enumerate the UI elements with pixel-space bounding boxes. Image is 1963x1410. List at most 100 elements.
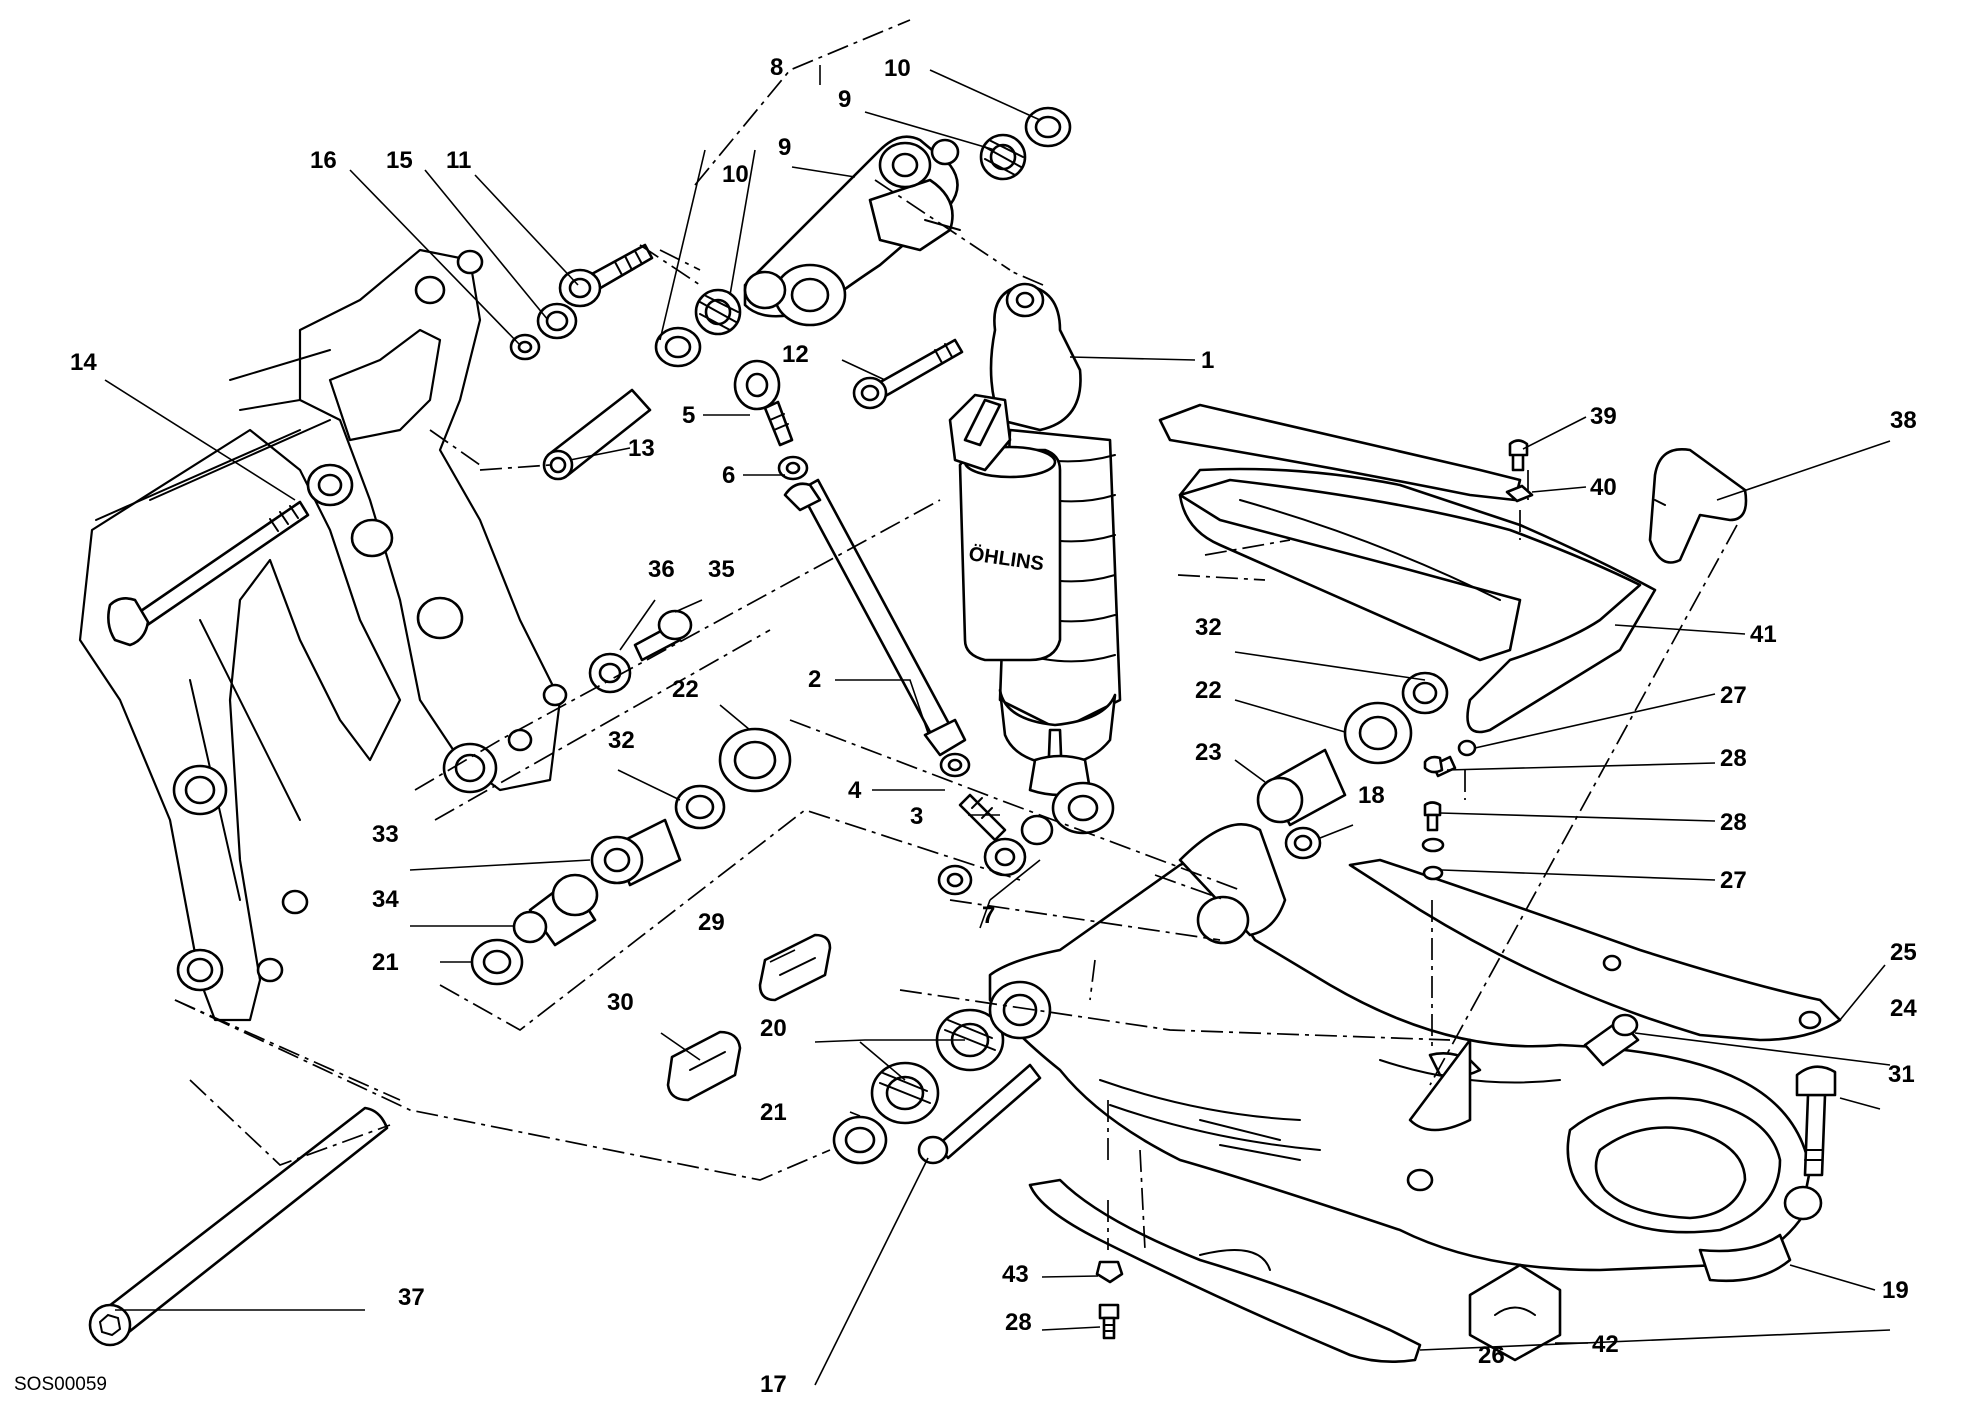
washer-27-lower [1421,837,1445,881]
sleeve-13 [542,388,652,481]
callout-21-right: 21 [760,1099,787,1126]
callout-10-right: 10 [884,55,911,82]
callout-43: 43 [1002,1261,1029,1288]
swingarm [988,823,1823,1283]
callout-21-left: 21 [372,949,399,976]
callout-30: 30 [607,989,634,1016]
callout-32-left: 32 [608,727,635,754]
callout-24: 24 [1890,995,1917,1022]
callout-labels: 1 2 3 4 5 6 7 8 9 9 10 10 11 12 13 14 15… [70,54,1917,1398]
callout-31: 31 [1888,1061,1915,1088]
washer-27-upper [1457,739,1477,757]
callout-9-right: 9 [838,86,851,113]
callout-2: 2 [808,666,821,693]
cable-clip-29 [758,933,832,1002]
assembly-center-lines [174,19,1738,1251]
callout-28-upper: 28 [1720,745,1747,772]
callout-27-upper: 27 [1720,682,1747,709]
callout-19: 19 [1882,1277,1909,1304]
chain-slider-26 [1028,1178,1422,1363]
callout-23: 23 [1195,739,1222,766]
callout-22-left: 22 [672,676,699,703]
bolt-35 [633,609,693,662]
cable-clip-30 [666,1030,742,1102]
callout-6: 6 [722,462,735,489]
nut-6 [777,455,809,481]
callout-34: 34 [372,886,399,913]
washer-40 [1505,484,1534,503]
callout-7: 7 [982,902,995,929]
rod-end-5 [733,359,794,447]
callout-5: 5 [682,402,695,429]
seal-21-right [832,1115,888,1165]
callout-40: 40 [1590,474,1617,501]
callout-35: 35 [708,556,735,583]
screw-39 [1508,439,1529,472]
seal-ring-10-right [1024,106,1072,148]
bush-34 [512,873,599,947]
callout-1: 1 [1201,347,1214,374]
callout-29: 29 [698,909,725,936]
callout-28-middle: 28 [1720,809,1747,836]
callout-8: 8 [770,54,783,81]
frame-section [78,248,568,1022]
bushing-22-left [718,727,792,793]
callout-39: 39 [1590,403,1617,430]
bush-33 [590,818,682,887]
callout-22-right: 22 [1195,677,1222,704]
callout-11: 11 [446,147,471,174]
callout-12: 12 [782,341,809,368]
nut-43 [1095,1260,1124,1284]
callout-4: 4 [848,777,862,804]
seal-21-left [470,938,524,986]
swingarm-shaft-37 [88,1106,389,1347]
nut-4 [939,752,971,778]
callout-15: 15 [386,147,413,174]
seal-ring-10-left [654,326,702,368]
callout-32-right: 32 [1195,614,1222,641]
bolt-11 [558,243,654,308]
bracket-38 [1648,447,1748,564]
callout-18: 18 [1358,782,1385,809]
leader-lines [104,65,1891,1386]
callout-36: 36 [648,556,675,583]
callout-10-left: 10 [722,161,749,188]
callout-37: 37 [398,1284,425,1311]
callout-14: 14 [70,349,97,376]
callout-26: 26 [1478,1342,1505,1369]
callout-33: 33 [372,821,399,848]
callout-13: 13 [628,435,655,462]
needle-bearing-9-right [979,133,1027,181]
callout-41: 41 [1750,621,1777,648]
chain-slider-25 [1348,858,1842,1042]
screw-28-middle [1423,801,1442,832]
pad-42 [1468,1263,1562,1362]
chain-guard-41 [1178,467,1657,734]
screw-28-lower [1098,1303,1120,1340]
callout-20: 20 [760,1015,787,1042]
bolt-12 [852,338,964,410]
washer-15 [536,302,578,340]
callout-28-lower: 28 [1005,1309,1032,1336]
washer-16 [509,333,541,361]
plug-24 [1583,1013,1640,1067]
reference-code: SOS00059 [14,1374,107,1395]
long-bolt-14 [107,500,310,647]
screw-28-upper [1423,755,1457,778]
needle-bearing-9-left [694,288,742,336]
spacer-7 [937,864,973,896]
ring-32-left [674,784,726,830]
shock-absorber [948,282,1122,835]
callout-16: 16 [310,147,337,174]
callout-9-left: 9 [778,134,791,161]
callout-3: 3 [910,803,923,830]
bushing-22-right [1343,701,1413,765]
bush-23 [1256,748,1347,827]
rod-end-3 [958,793,1054,877]
callout-17: 17 [760,1371,787,1398]
callout-27-lower: 27 [1720,867,1747,894]
callout-25: 25 [1890,939,1917,966]
ring-32-right [1401,671,1449,715]
spacer-18 [1284,826,1322,860]
